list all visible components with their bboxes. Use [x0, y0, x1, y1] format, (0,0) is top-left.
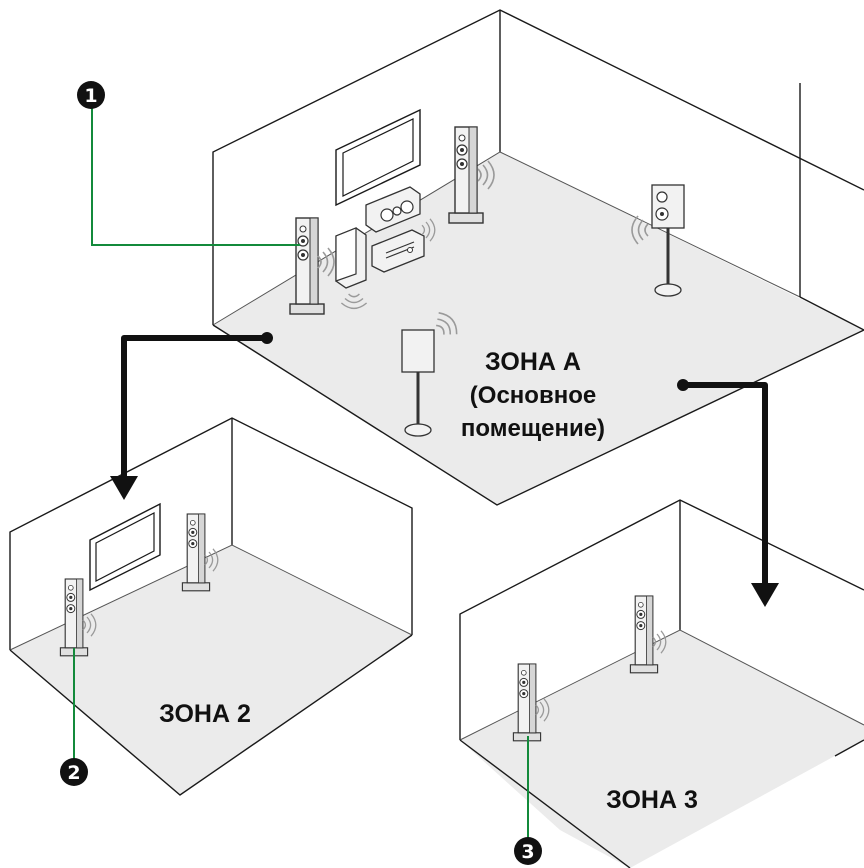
zone-a-title: ЗОНА A: [485, 348, 581, 376]
bookshelf-speaker-icon: [651, 184, 685, 297]
callout-3-badge: [514, 837, 542, 865]
zone3-room: ЗОНА 3: [459, 499, 864, 868]
zone2-title: ЗОНА 2: [159, 700, 251, 728]
callout-1-badge: [77, 81, 105, 109]
arrow-to-zone2: [110, 332, 273, 500]
arrow-to-zone3: [677, 379, 779, 607]
av-receiver-icon: [371, 229, 425, 273]
callout-3-number: 3: [521, 841, 534, 863]
subwoofer-icon: [335, 227, 367, 289]
bookshelf-speaker-icon: [401, 329, 435, 437]
tv-icon: [335, 108, 421, 207]
main-room: ЗОНА A (Основное помещение): [212, 9, 864, 506]
zone2-floor: [10, 545, 412, 795]
zone-a-subtitle-line2: помещение): [461, 415, 605, 442]
zone3-title: ЗОНА 3: [606, 786, 698, 814]
callout-2-badge: [60, 758, 88, 786]
callout-2-number: 2: [67, 762, 80, 784]
zone2-room: ЗОНА 2: [9, 417, 413, 796]
center-speaker-icon: [365, 186, 421, 233]
callout-1-number: 1: [84, 85, 97, 107]
zone-a-subtitle-line1: (Основное: [470, 382, 596, 409]
tv-icon: [89, 502, 161, 592]
callout-1: 1: [77, 81, 300, 246]
callout-3: 3: [514, 736, 542, 865]
callout-2: 2: [60, 648, 88, 786]
